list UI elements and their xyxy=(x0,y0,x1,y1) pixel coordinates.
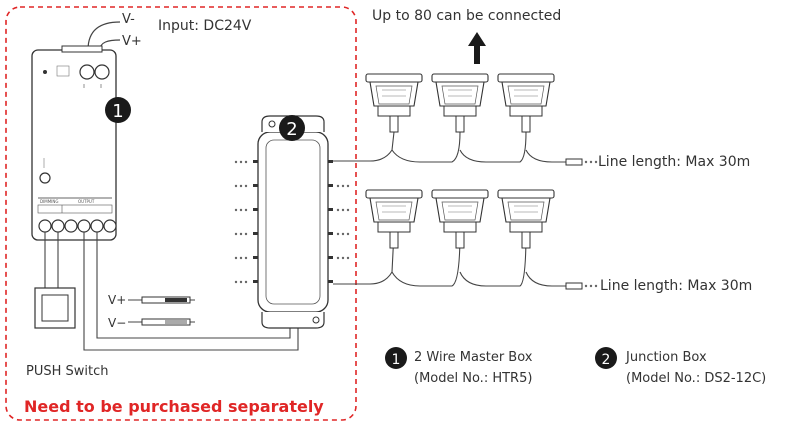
legend-badge-1-number: 1 xyxy=(392,352,401,368)
input-voltage-label: Input: DC24V xyxy=(158,18,252,34)
vminus-label: V- xyxy=(122,12,135,27)
line-length-label-2: Line length: Max 30m xyxy=(600,278,753,294)
purchase-separately-note: Need to be purchased separately xyxy=(24,397,324,416)
legend-badge-2 xyxy=(595,347,617,369)
lead-vplus-label: V+ xyxy=(108,293,126,307)
line-dots xyxy=(584,160,598,288)
line-end-connectors xyxy=(565,158,583,290)
legend-2-model: (Model No.: DS2-12C) xyxy=(626,371,767,386)
legend-badge-1 xyxy=(385,347,407,369)
legend-badge-2-number: 2 xyxy=(602,352,611,368)
lamp xyxy=(365,73,423,133)
junction-dots xyxy=(234,160,350,284)
lead-vminus-label: V− xyxy=(108,316,126,330)
master-box xyxy=(31,45,117,241)
junction-badge xyxy=(279,115,305,141)
legend-1-model: (Model No.: HTR5) xyxy=(414,371,533,386)
push-switch xyxy=(34,287,76,329)
master-badge-number: 1 xyxy=(112,101,123,122)
up-arrow-icon xyxy=(468,32,486,64)
max-lights-note: Up to 80 can be connected xyxy=(372,8,562,24)
lamp xyxy=(431,73,489,133)
lamp xyxy=(497,73,555,133)
vplus-label: V+ xyxy=(122,34,142,49)
vminus-wire xyxy=(87,21,121,51)
junction-badge-number: 2 xyxy=(286,119,297,140)
lamp xyxy=(431,189,489,249)
light-line-1 xyxy=(333,131,566,163)
power-leads xyxy=(128,296,195,326)
master-wires xyxy=(44,232,299,351)
master-dimming-label: DIMMING xyxy=(40,199,58,204)
master-badge xyxy=(105,97,131,123)
push-switch-label: PUSH Switch xyxy=(26,364,109,379)
light-line-2 xyxy=(333,231,566,287)
legend-2-name: Junction Box xyxy=(626,350,707,365)
junction-terminals xyxy=(253,160,333,283)
master-output-label: OUTPUT xyxy=(78,199,95,204)
lamp xyxy=(365,189,423,249)
legend-1-name: 2 Wire Master Box xyxy=(414,350,533,365)
vplus-wire xyxy=(99,39,121,51)
lamp xyxy=(497,189,555,249)
line-length-label-1: Line length: Max 30m xyxy=(598,154,751,170)
junction-box xyxy=(257,115,329,329)
separate-purchase-region xyxy=(5,6,357,421)
